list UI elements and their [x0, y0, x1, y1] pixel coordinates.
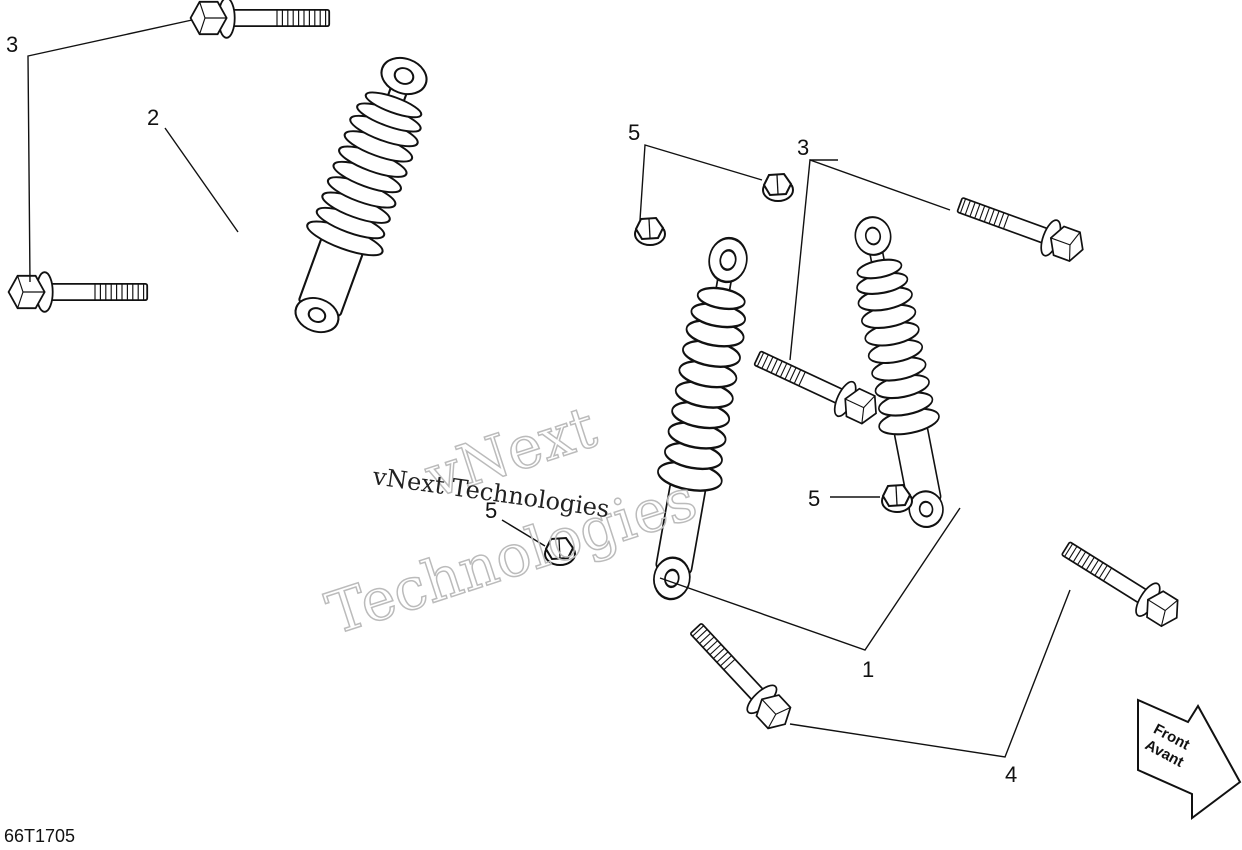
callout-4: 4 [1005, 762, 1017, 787]
bolt-center [748, 340, 885, 432]
callout-1: 1 [862, 657, 874, 682]
callout-3-right: 3 [797, 135, 809, 160]
watermark: vNext Technologies vNext Technologies [318, 392, 706, 649]
callout-5-top: 5 [628, 120, 640, 145]
callout-5-mid: 5 [808, 486, 820, 511]
shock-absorber-rear-left [272, 45, 449, 346]
leader-lines [27, 19, 1071, 758]
bolt-lower-right [1054, 531, 1188, 635]
flange-nut-upper-left [634, 217, 666, 246]
callout-3-left: 3 [6, 32, 18, 57]
bolt-top-left [189, 0, 331, 39]
figure-code: 66T1705 [4, 826, 75, 846]
callout-2: 2 [147, 105, 159, 130]
flange-nut-upper-right [762, 173, 794, 202]
front-direction-arrow: Front Avant [1137, 698, 1242, 820]
bolt-upper-right [952, 186, 1091, 268]
shock-absorber-front-left [635, 231, 765, 606]
bolt-bottom [681, 614, 800, 738]
callout-5-lower: 5 [485, 498, 497, 523]
